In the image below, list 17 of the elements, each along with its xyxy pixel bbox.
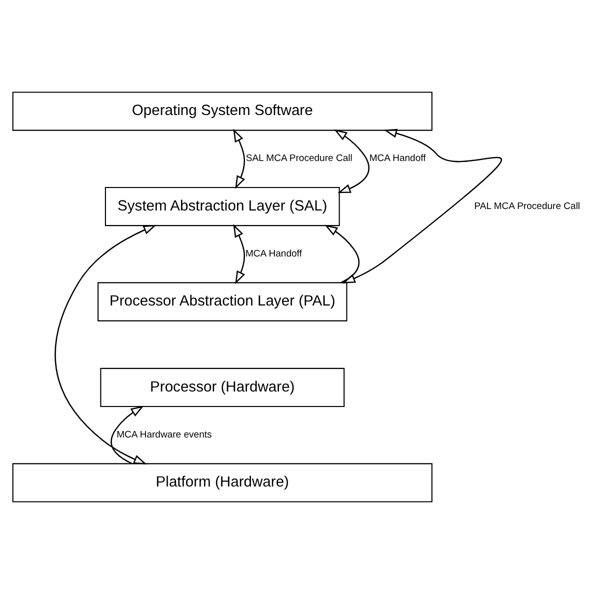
edge-label: SAL MCA Procedure Call xyxy=(246,153,352,164)
node-box: Operating System Software xyxy=(12,92,432,131)
arrow xyxy=(110,406,144,464)
edge-label: PAL MCA Procedure Call xyxy=(474,200,580,212)
node-box: Processor Abstraction Layer (PAL) xyxy=(98,282,348,322)
node-box: Processor (Hardware) xyxy=(100,368,345,408)
arrow xyxy=(334,129,370,194)
arrow xyxy=(54,224,157,464)
edge-label: MCA Hardware events xyxy=(116,429,212,440)
edge-label: MCA Handoff xyxy=(246,248,302,260)
node-box: System Abstraction Layer (SAL) xyxy=(104,186,340,226)
arrow xyxy=(233,128,246,189)
arrow xyxy=(233,224,246,284)
arrow xyxy=(324,224,360,284)
node-box: Platform (Hardware) xyxy=(12,463,432,502)
edge-label: MCA Handoff xyxy=(369,153,426,164)
arrow xyxy=(342,128,502,284)
